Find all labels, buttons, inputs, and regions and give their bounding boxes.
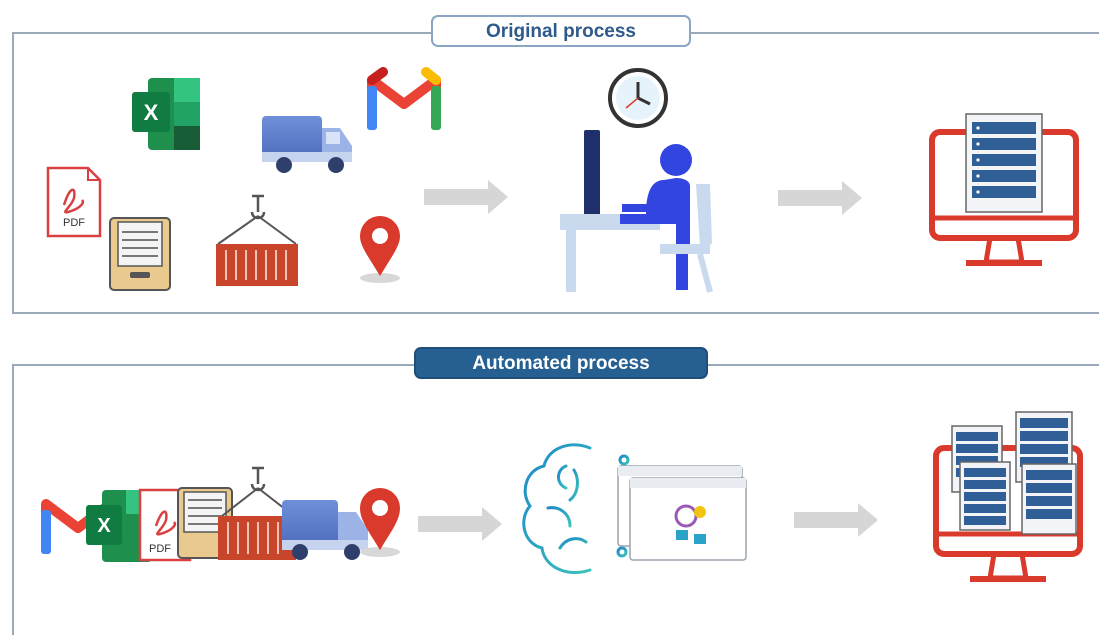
ai-brain-icon [522, 443, 642, 575]
monitor-database-icon [929, 113, 1079, 266]
pdf-icon-label: PDF [63, 217, 85, 229]
flow-arrow [418, 507, 502, 541]
shipping-container-icon [216, 194, 298, 286]
excel-icon-label: X [97, 515, 111, 537]
flow-arrow [794, 503, 878, 537]
truck-icon [262, 116, 352, 173]
gmail-icon [367, 67, 441, 130]
truck-icon [282, 500, 368, 560]
location-pin-icon [360, 488, 400, 557]
clock-icon [608, 68, 668, 128]
document-stack-icon [951, 411, 1077, 535]
flow-arrow [424, 180, 508, 214]
location-pin-icon [360, 216, 400, 283]
monitor-database-icon [933, 445, 1083, 582]
flow-arrow [778, 181, 862, 215]
excel-icon-label: X [144, 100, 159, 125]
person-at-desk-icon [560, 130, 713, 293]
excel-icon: X [132, 78, 200, 150]
pdf-icon: PDF [46, 166, 102, 238]
application-window-icon [617, 465, 747, 561]
file-drawer-icon [109, 217, 171, 291]
original-process-title: Original process [431, 15, 691, 47]
pdf-icon-label: PDF [149, 543, 171, 555]
automated-process-title: Automated process [414, 347, 708, 379]
